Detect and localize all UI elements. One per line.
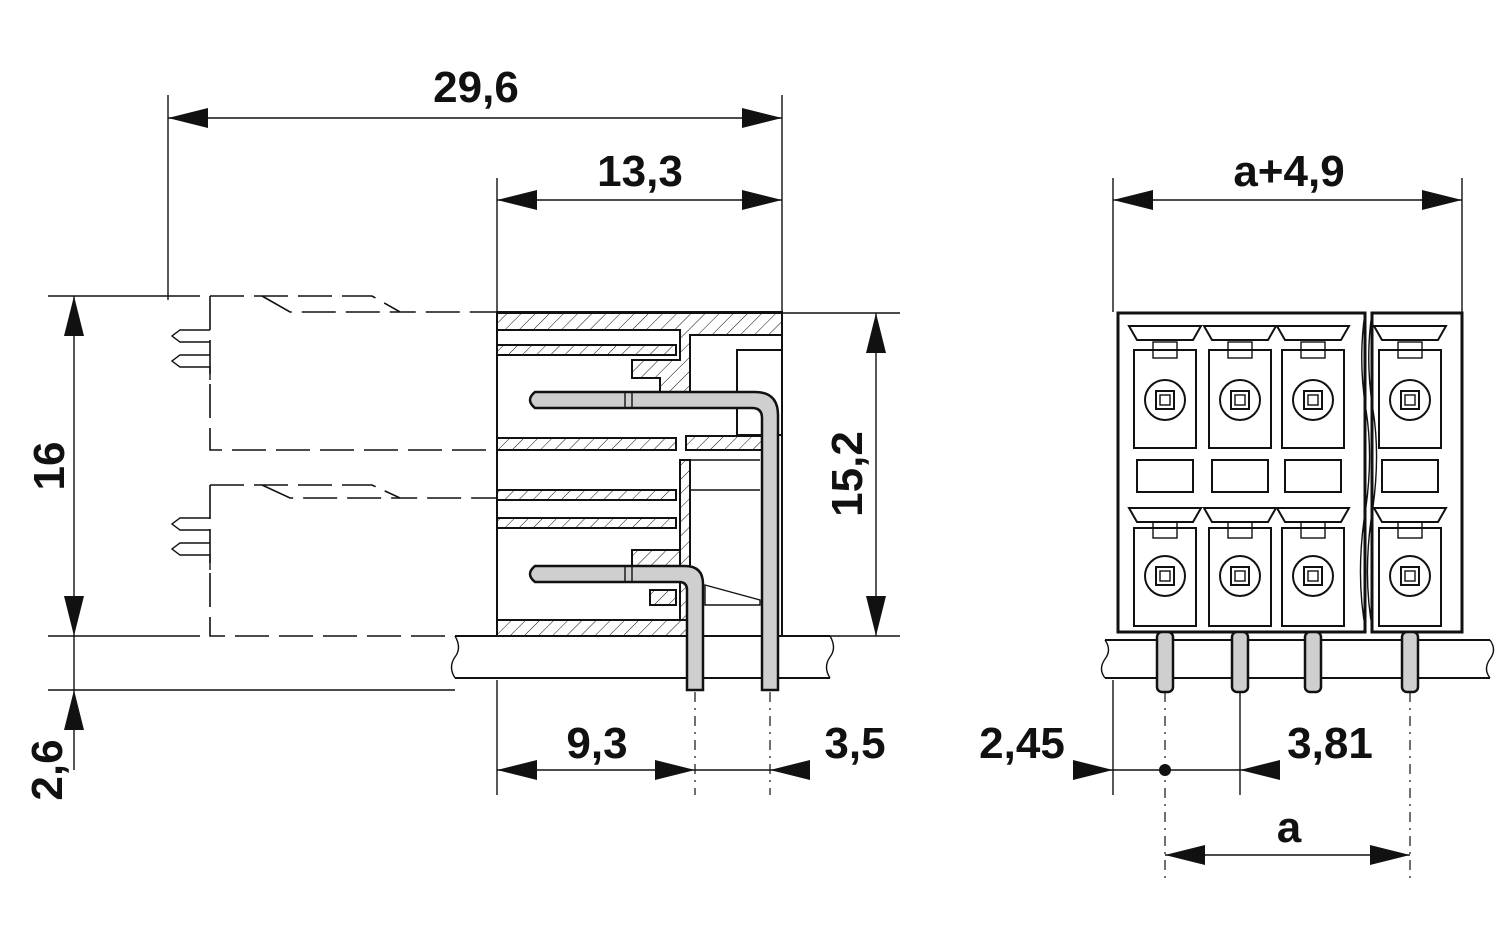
dim-label-2-45: 2,45 [979,719,1065,768]
side-view: 29,6 13,3 16 15,2 2,6 9,3 3,5 [23,63,900,801]
connector-housing-side [496,311,783,637]
dim-label-3-5: 3,5 [824,719,885,768]
front-view: a+4,9 2,45 3,81 a [979,147,1495,880]
position-2 [1202,325,1278,694]
pin-lower [528,564,705,692]
dim-label-3-81: 3,81 [1287,719,1373,768]
dim-label-a-plus-4-9: a+4,9 [1233,147,1344,196]
pin-upper [528,390,780,692]
connector-housing-front [1116,311,1464,634]
position-4 [1372,325,1448,694]
dim-label-9-3: 9,3 [566,719,627,768]
position-1 [1127,325,1203,694]
dim-label-13-3: 13,3 [597,147,683,196]
dim-label-2-6: 2,6 [23,739,72,800]
front-positions [1127,325,1448,694]
dim-label-a: a [1277,803,1302,852]
dim-label-15-2: 15,2 [823,431,872,517]
position-3 [1275,325,1351,694]
dim-label-29-6: 29,6 [433,63,519,112]
mating-plug-outline [170,295,497,637]
dim-label-16: 16 [25,442,74,491]
